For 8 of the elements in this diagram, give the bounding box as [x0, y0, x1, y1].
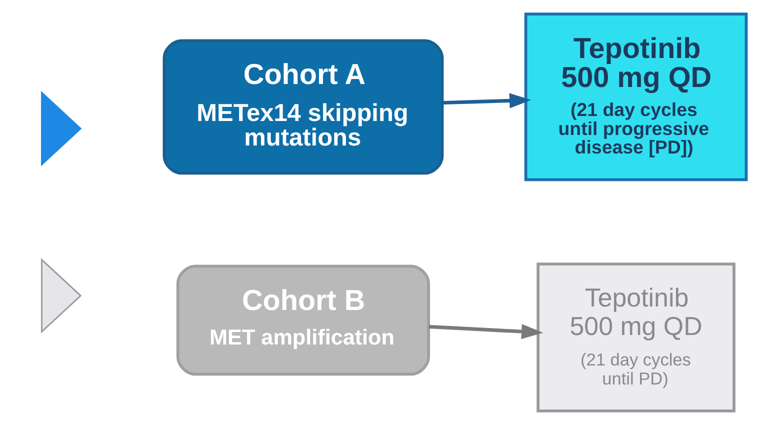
node-box: Tepotinib 500 mg QD (21 day cycles until PD): [536, 262, 736, 412]
node-box: Cohort A METex14 skipping mutations: [162, 39, 444, 175]
arrow: [428, 324, 544, 340]
node-triangle: [41, 90, 82, 166]
node-triangle: [41, 258, 82, 334]
arrow: [442, 93, 532, 108]
node-box: Cohort B MET amplification: [176, 264, 430, 376]
node-box: Tepotinib 500 mg QD (21 day cycles until progressive disease [PD]): [524, 12, 748, 182]
